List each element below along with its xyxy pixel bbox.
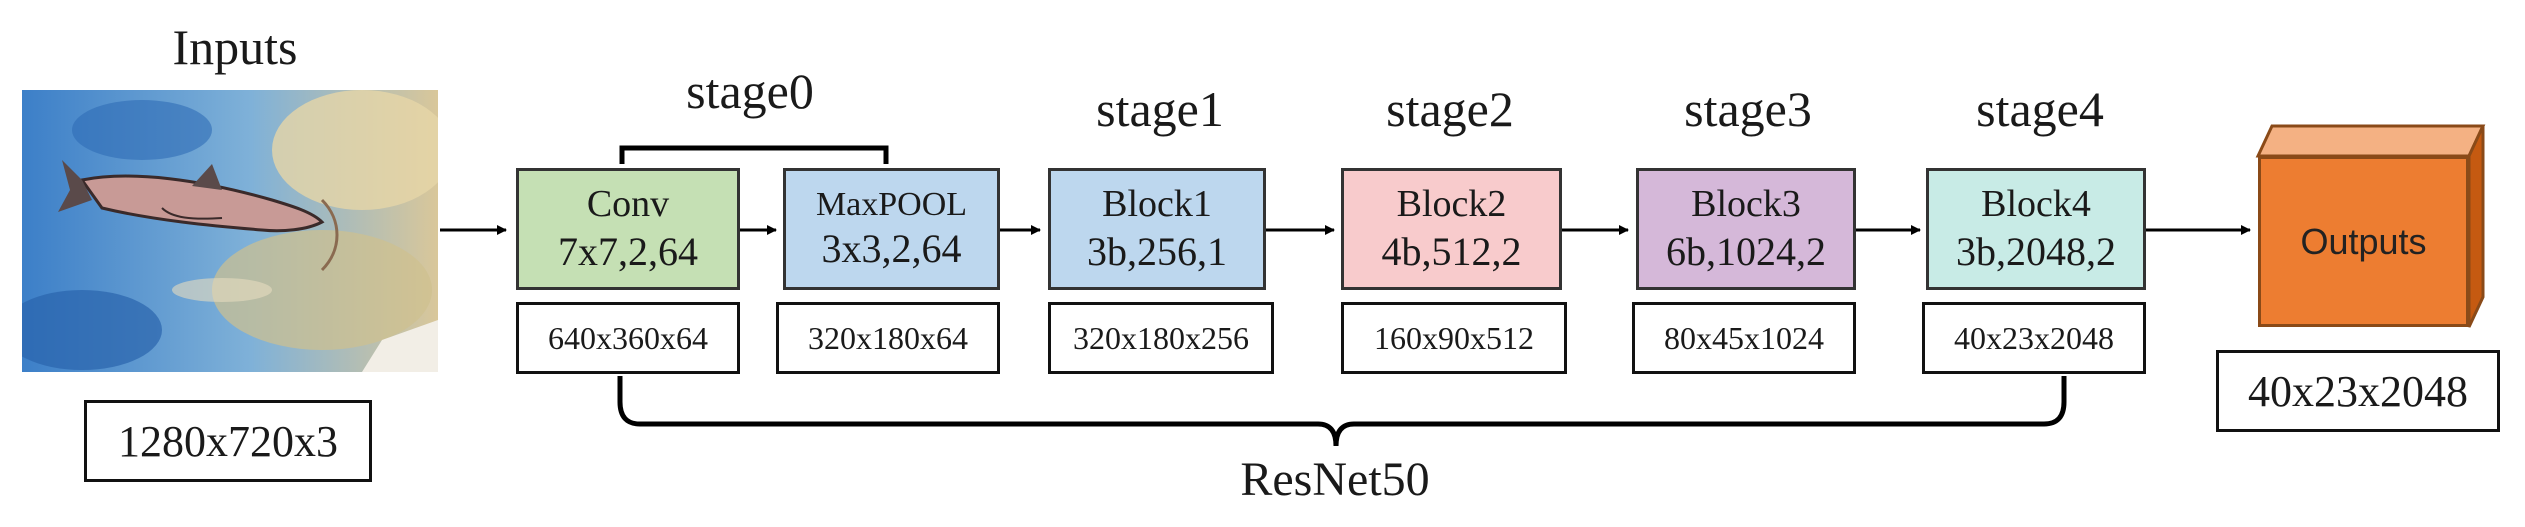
block1-output-size: 320x180x256 <box>1048 302 1274 374</box>
block-name: MaxPOOL <box>815 185 968 223</box>
block-name: Block4 <box>1981 183 2091 226</box>
block4: Block4 3b,2048,2 <box>1926 168 2146 290</box>
block1: Block1 3b,256,1 <box>1048 168 1266 290</box>
outputs-cube-top <box>2255 124 2486 158</box>
input-image <box>22 90 438 372</box>
stage1-label: stage1 <box>1096 81 1224 137</box>
outputs-label: Outputs <box>2300 220 2427 262</box>
resnet50-brace <box>617 376 2067 447</box>
block2: Block2 4b,512,2 <box>1341 168 1562 290</box>
block3: Block3 6b,1024,2 <box>1636 168 1856 290</box>
block-params: 3x3,2,64 <box>821 226 962 272</box>
block-params: 3b,256,1 <box>1087 228 1227 274</box>
conv-output-size: 640x360x64 <box>516 302 740 374</box>
stage0-label: stage0 <box>686 63 814 119</box>
stage4-label: stage4 <box>1976 81 2104 137</box>
block-params: 4b,512,2 <box>1381 228 1522 274</box>
block-params: 3b,2048,2 <box>1956 228 2116 274</box>
block-params: 6b,1024,2 <box>1666 228 1826 274</box>
stage2-label: stage2 <box>1386 81 1514 137</box>
block3-output-size: 80x45x1024 <box>1632 302 1856 374</box>
outputs-size-box: 40x23x2048 <box>2216 350 2500 432</box>
block-name: Block1 <box>1102 183 1212 226</box>
maxpool-output-size: 320x180x64 <box>776 302 1000 374</box>
block-name: Block3 <box>1691 183 1801 226</box>
block-name: Conv <box>586 183 670 226</box>
inputs-title: Inputs <box>172 19 298 75</box>
block2-output-size: 160x90x512 <box>1341 302 1567 374</box>
outputs-cube-side <box>2467 125 2485 328</box>
conv-block: Conv 7x7,2,64 <box>516 168 740 290</box>
block-name: Block2 <box>1396 183 1507 226</box>
stage3-label: stage3 <box>1684 81 1812 137</box>
dolphin-image-icon <box>22 90 438 372</box>
input-size-box: 1280x720x3 <box>84 400 372 482</box>
block-params: 7x7,2,64 <box>558 228 698 274</box>
outputs-cube: Outputs <box>2258 156 2469 327</box>
block4-output-size: 40x23x2048 <box>1922 302 2146 374</box>
resnet50-label: ResNet50 <box>1240 453 1430 506</box>
stage0-bracket <box>619 145 889 164</box>
maxpool-block: MaxPOOL 3x3,2,64 <box>783 168 1000 290</box>
